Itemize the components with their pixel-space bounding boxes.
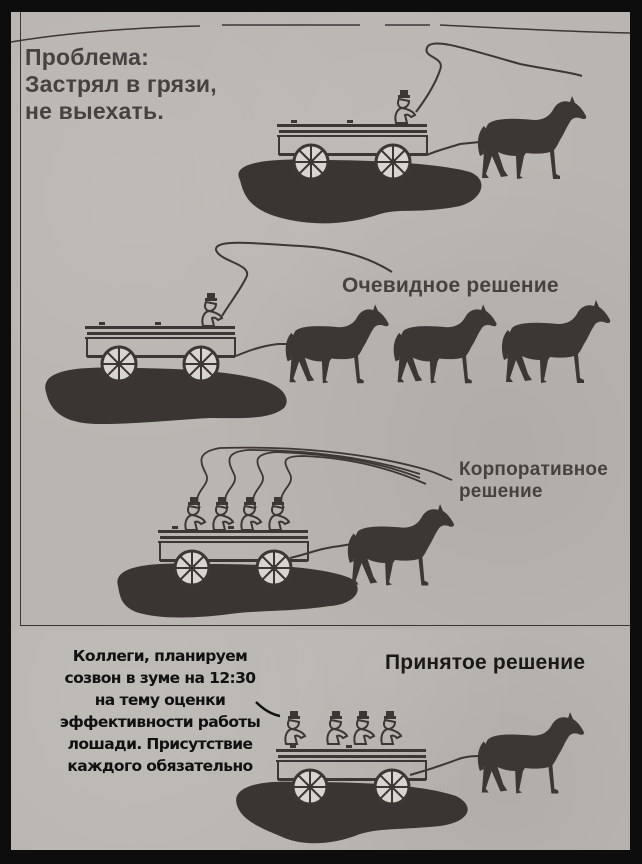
mud-puddle — [117, 563, 358, 618]
speech-line: лошади. Присутствие — [67, 735, 253, 753]
scene-adopted — [236, 701, 584, 844]
problem-caption: Проблема: Застрял в грязи, не выехать. — [25, 44, 217, 125]
mud-puddle — [236, 781, 468, 844]
caption-line: не выехать. — [25, 98, 164, 124]
panel-top-comic — [11, 12, 630, 630]
speech-line: эффективности работы — [59, 713, 261, 731]
horse-icon — [285, 304, 389, 384]
horse-icon — [477, 712, 584, 794]
caption-line: Проблема: — [25, 44, 150, 70]
mud-puddle — [45, 367, 287, 424]
mud-puddle — [238, 159, 482, 224]
speech-line: Коллеги, планируем — [72, 647, 248, 665]
horse-icon — [477, 96, 587, 179]
speech-line: созвон в зуме на 12:30 — [64, 669, 256, 687]
caption-line: Застрял в грязи, — [25, 71, 217, 97]
speech-line: каждого обязательно — [67, 757, 253, 775]
scene-corporate — [117, 446, 454, 618]
scene-problem — [238, 42, 587, 224]
meeting-speech-text: Коллеги, планируем созвон в зуме на 12:3… — [50, 645, 270, 777]
horse-icon — [501, 300, 611, 383]
top-ruled-lines — [10, 24, 631, 43]
horse-icon — [393, 304, 497, 384]
speech-line: на тему оценки — [94, 691, 226, 709]
corporate-solution-caption: Корпоративное решение — [459, 459, 608, 503]
horse-icon — [347, 504, 454, 586]
scene-obvious — [45, 241, 611, 424]
obvious-solution-caption: Очевидное решение — [342, 274, 559, 297]
caption-line: Корпоративное — [459, 459, 608, 480]
caption-line: решение — [459, 481, 543, 502]
adopted-solution-caption: Принятое решение — [385, 651, 586, 674]
